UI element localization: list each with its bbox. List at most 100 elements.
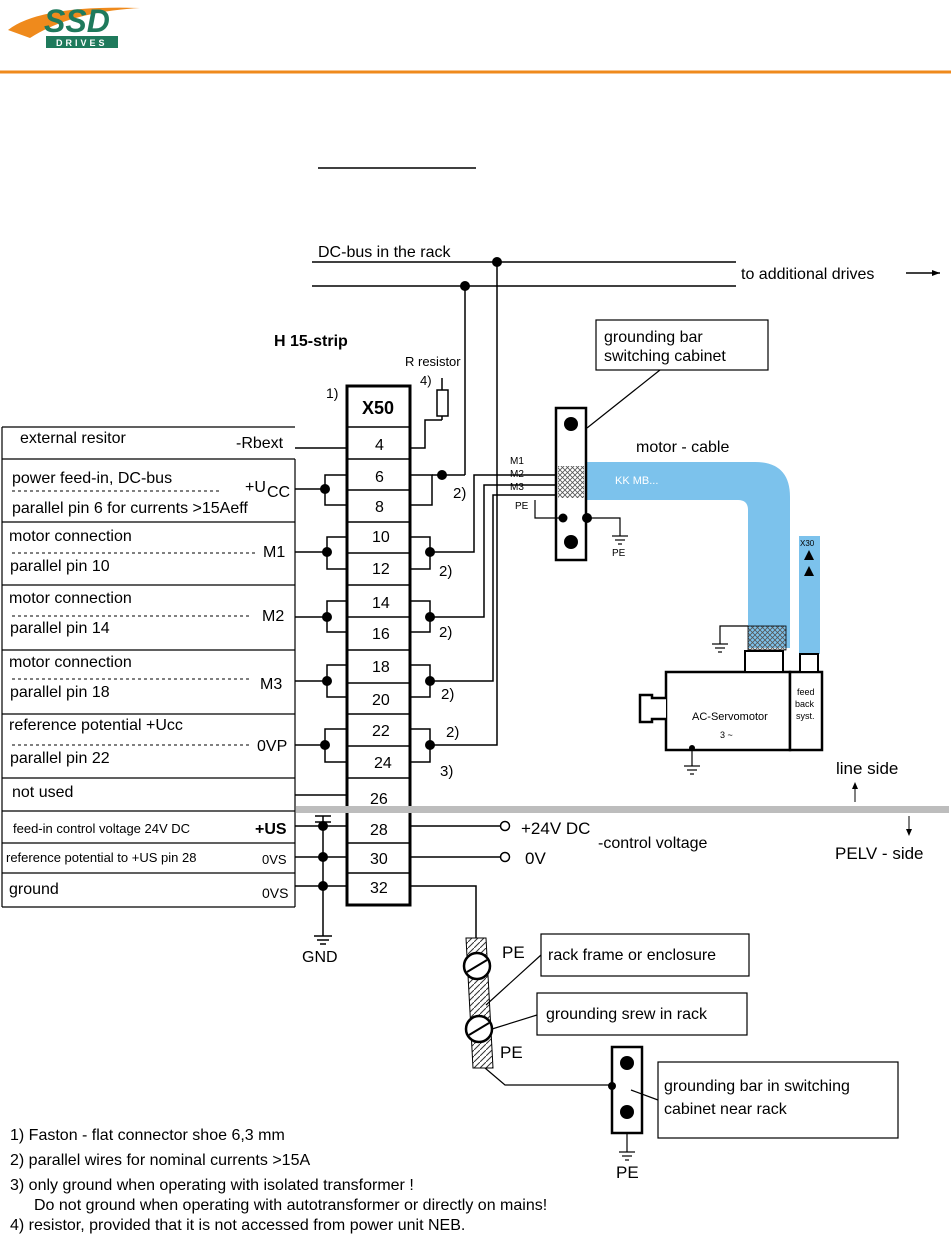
pelv-separator bbox=[296, 806, 949, 813]
diagram-label: motor connection bbox=[9, 590, 132, 607]
grounding-bar-near-box bbox=[657, 1061, 899, 1139]
diagram-label: 0VS bbox=[262, 885, 288, 901]
grounding-bar-near-rack bbox=[608, 1045, 644, 1135]
diagram-label: 0VP bbox=[257, 738, 287, 755]
diagram-label: PELV - side bbox=[835, 844, 924, 863]
pin-32: 32 bbox=[370, 880, 388, 897]
pin-10: 10 bbox=[372, 529, 390, 546]
diagram-label: SSD bbox=[44, 3, 110, 39]
pin-12: 12 bbox=[372, 561, 390, 578]
diagram-label: +US bbox=[255, 821, 287, 838]
pin-14: 14 bbox=[372, 595, 390, 612]
motor-cable-label: motor - cable bbox=[636, 439, 729, 456]
ssd-drives-logo: SSD DRIVES bbox=[8, 3, 140, 48]
pin-20: 20 bbox=[372, 692, 390, 709]
diagram-label: PE bbox=[515, 501, 529, 512]
gnd-label: GND bbox=[302, 949, 338, 966]
diagram-label: 0V bbox=[525, 849, 546, 868]
diagram-label: 3) bbox=[440, 763, 453, 780]
to-additional-label: to additional drives bbox=[741, 266, 874, 283]
grounding-screw-box bbox=[536, 992, 748, 1036]
dc-bus-label: DC-bus in the rack bbox=[318, 244, 451, 261]
diagram-label: reference potential to +US pin 28 bbox=[6, 850, 196, 865]
pin-16: 16 bbox=[372, 626, 390, 643]
diagram-label: line side bbox=[836, 759, 898, 778]
ac-servomotor: AC-Servomotor 3 ~ feed back syst. bbox=[638, 650, 824, 752]
diagram-label: back bbox=[795, 699, 815, 709]
diagram-label: 2) parallel wires for nominal currents >… bbox=[10, 1152, 310, 1169]
diagram-label: PE bbox=[500, 1043, 523, 1062]
diagram-label: grounding bar in switching bbox=[664, 1078, 850, 1095]
pin-4: 4 bbox=[375, 437, 384, 454]
diagram-label: 2) bbox=[441, 686, 454, 703]
diagram-label: switching cabinet bbox=[604, 348, 726, 365]
pin-24: 24 bbox=[374, 755, 392, 772]
diagram-label: parallel pin 10 bbox=[10, 558, 110, 575]
diagram-label: 2) bbox=[446, 724, 459, 741]
diagram-label: -control voltage bbox=[598, 835, 707, 852]
diagram-label: DRIVES bbox=[56, 38, 108, 48]
diagram-label: M3 bbox=[260, 676, 282, 693]
strip-label: H 15-strip bbox=[274, 333, 348, 350]
diagram-label: 1) Faston - flat connector shoe 6,3 mm bbox=[10, 1127, 285, 1144]
diagram-label: syst. bbox=[796, 711, 815, 721]
diagram-label: +U bbox=[245, 479, 266, 496]
diagram-label: 4) resistor, provided that it is not acc… bbox=[10, 1217, 465, 1234]
diagram-label: -Rbext bbox=[236, 435, 284, 452]
pin-6: 6 bbox=[375, 469, 384, 486]
diagram-label: reference potential +Ucc bbox=[9, 717, 183, 734]
diagram-label: 3 ~ bbox=[720, 730, 733, 740]
diagram-label: 2) bbox=[439, 624, 452, 641]
footnotes: 1) Faston - flat connector shoe 6,3 mm 2… bbox=[10, 1127, 547, 1234]
diagram-label: 4) bbox=[420, 373, 432, 388]
diagram-label: PE bbox=[612, 548, 626, 559]
feedback-cable bbox=[799, 536, 820, 654]
diagram-label: M2 bbox=[510, 469, 524, 480]
diagram-label: 0VS bbox=[262, 852, 287, 867]
diagram-label: 2) bbox=[453, 485, 466, 502]
r-resistor-label: R resistor bbox=[405, 354, 461, 369]
grounding-bar-vertical bbox=[554, 406, 592, 562]
pin-26: 26 bbox=[370, 791, 388, 808]
diagram-label: KK MB... bbox=[615, 475, 658, 487]
pin-18: 18 bbox=[372, 659, 390, 676]
diagram-label: PE bbox=[502, 943, 525, 962]
diagram-label: rack frame or enclosure bbox=[548, 947, 716, 964]
diagram-label: parallel pin 18 bbox=[10, 684, 110, 701]
diagram-label: feed-in control voltage 24V DC bbox=[13, 821, 190, 836]
diagram-label: 2) bbox=[439, 563, 452, 580]
diagram-label: M1 bbox=[510, 456, 524, 467]
diagram-label: 3) only ground when operating with isola… bbox=[10, 1177, 414, 1194]
diagram-label: +24V DC bbox=[521, 819, 590, 838]
diagram-label: motor connection bbox=[9, 654, 132, 671]
diagram-label: parallel pin 22 bbox=[10, 750, 110, 767]
diagram-label: grounding srew in rack bbox=[546, 1006, 708, 1023]
diagram-label: parallel pin 14 bbox=[10, 620, 110, 637]
grounding-bar-cabinet-box bbox=[595, 319, 769, 371]
diagram-label: 1) bbox=[326, 385, 338, 401]
diagram-label: PE bbox=[616, 1163, 639, 1182]
diagram-label: feed bbox=[797, 687, 815, 697]
diagram-label: M3 bbox=[510, 482, 524, 493]
diagram-label: X50 bbox=[362, 398, 394, 418]
signal-table: external resitor -Rbext power feed-in, D… bbox=[1, 426, 296, 908]
diagram-label: external resitor bbox=[20, 430, 126, 447]
diagram-label: ground bbox=[9, 881, 59, 898]
pin-30: 30 bbox=[370, 851, 388, 868]
diagram-label: power feed-in, DC-bus bbox=[12, 470, 172, 487]
diagram-label: M1 bbox=[263, 544, 285, 561]
diagram-label: M2 bbox=[262, 608, 284, 625]
diagram-label: grounding bar bbox=[604, 329, 703, 346]
pin-28: 28 bbox=[370, 822, 388, 839]
diagram-label: parallel pin 6 for currents >15Aeff bbox=[12, 500, 248, 517]
pe-rail bbox=[462, 937, 494, 1069]
diagram-label: cabinet near rack bbox=[664, 1101, 788, 1118]
diagram-label: Do not ground when operating with autotr… bbox=[34, 1197, 547, 1214]
pin-22: 22 bbox=[372, 723, 390, 740]
diagram-label: CC bbox=[267, 484, 290, 501]
diagram-label: X30 bbox=[800, 539, 815, 548]
pin-8: 8 bbox=[375, 499, 384, 516]
rack-frame-box bbox=[540, 933, 750, 977]
diagram-label: AC-Servomotor bbox=[692, 711, 768, 723]
